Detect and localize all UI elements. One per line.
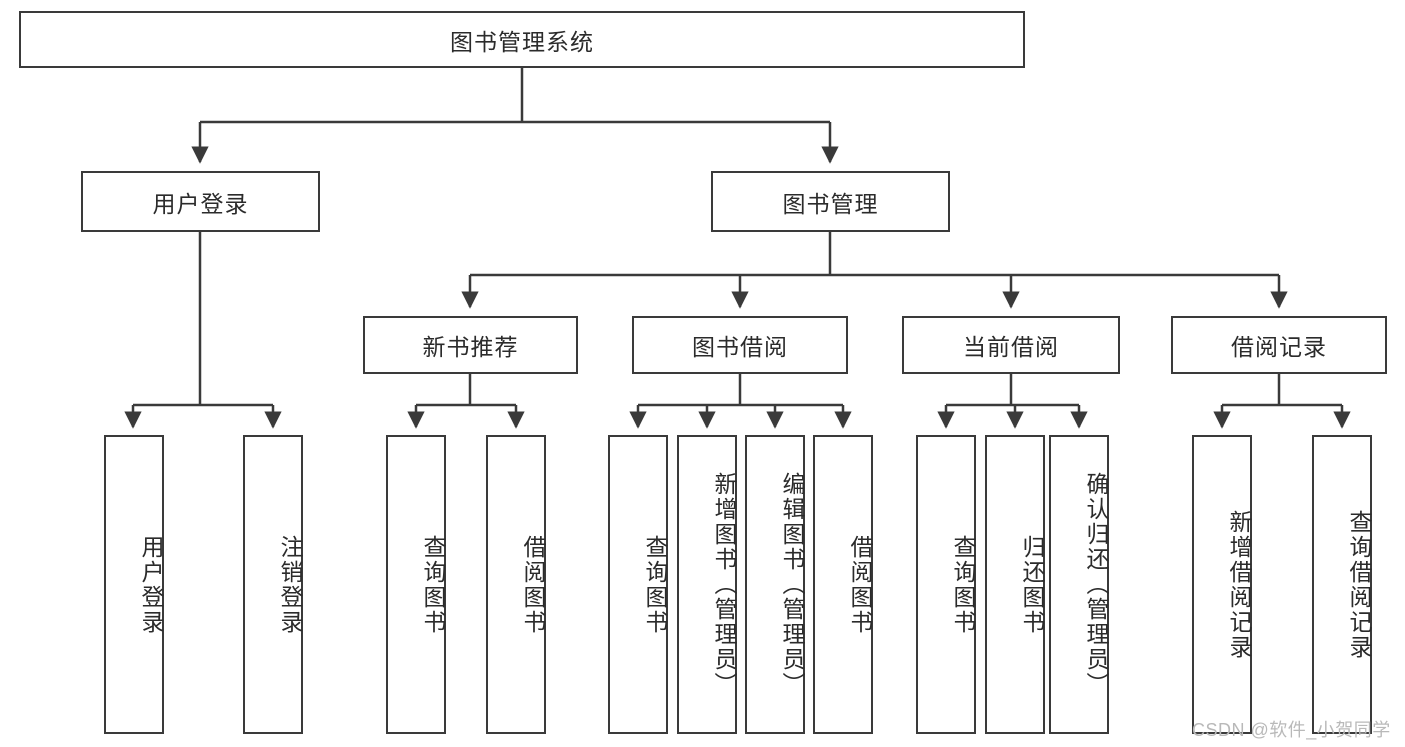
leaf-return-book[interactable]: 归还图书 [985,435,1045,734]
leaf-query-borrow-record[interactable]: 查询借阅记录 [1312,435,1372,734]
leaf-query-book-current-label: 查询图书 [950,534,976,635]
leaf-edit-book-admin[interactable]: 编辑图书（管理员） [745,435,805,734]
leaf-query-book-recommend-label: 查询图书 [420,534,446,635]
node-current-borrow[interactable]: 当前借阅 [902,316,1120,374]
leaf-confirm-return-admin-label: 确认归还（管理员） [1083,472,1109,697]
leaf-logout-label: 注销登录 [277,534,303,635]
node-borrow-record[interactable]: 借阅记录 [1171,316,1387,374]
leaf-borrow-book-recommend[interactable]: 借阅图书 [486,435,546,734]
node-new-book-recommend[interactable]: 新书推荐 [363,316,578,374]
node-root[interactable]: 图书管理系统 [19,11,1025,68]
node-user-login-label: 用户登录 [152,190,249,217]
leaf-borrow-book-recommend-label: 借阅图书 [520,534,546,635]
leaf-user-login-label: 用户登录 [138,534,164,635]
leaf-borrow-book[interactable]: 借阅图书 [813,435,873,734]
node-new-book-recommend-label: 新书推荐 [422,334,519,360]
leaf-edit-book-admin-label: 编辑图书（管理员） [779,472,805,697]
node-book-management[interactable]: 图书管理 [711,171,950,232]
node-root-label: 图书管理系统 [450,28,594,55]
csdn-watermark: CSDN @软件_小贺同学 [1192,720,1391,740]
node-book-management-label: 图书管理 [782,190,879,217]
leaf-add-borrow-record-label: 新增借阅记录 [1226,509,1252,660]
leaf-user-login[interactable]: 用户登录 [104,435,164,734]
leaf-add-borrow-record[interactable]: 新增借阅记录 [1192,435,1252,734]
node-user-login[interactable]: 用户登录 [81,171,320,232]
node-current-borrow-label: 当前借阅 [963,334,1059,360]
leaf-logout[interactable]: 注销登录 [243,435,303,734]
leaf-return-book-label: 归还图书 [1019,534,1045,635]
node-borrow-record-label: 借阅记录 [1231,334,1327,360]
leaf-add-book-admin-label: 新增图书（管理员） [711,472,737,697]
leaf-borrow-book-label: 借阅图书 [847,534,873,635]
leaf-add-book-admin[interactable]: 新增图书（管理员） [677,435,737,734]
node-book-borrow[interactable]: 图书借阅 [632,316,848,374]
leaf-query-book-recommend[interactable]: 查询图书 [386,435,446,734]
leaf-query-book-borrow[interactable]: 查询图书 [608,435,668,734]
leaf-query-book-borrow-label: 查询图书 [642,534,668,635]
leaf-confirm-return-admin[interactable]: 确认归还（管理员） [1049,435,1109,734]
leaf-query-book-current[interactable]: 查询图书 [916,435,976,734]
node-book-borrow-label: 图书借阅 [692,334,788,360]
leaf-query-borrow-record-label: 查询借阅记录 [1346,509,1372,660]
